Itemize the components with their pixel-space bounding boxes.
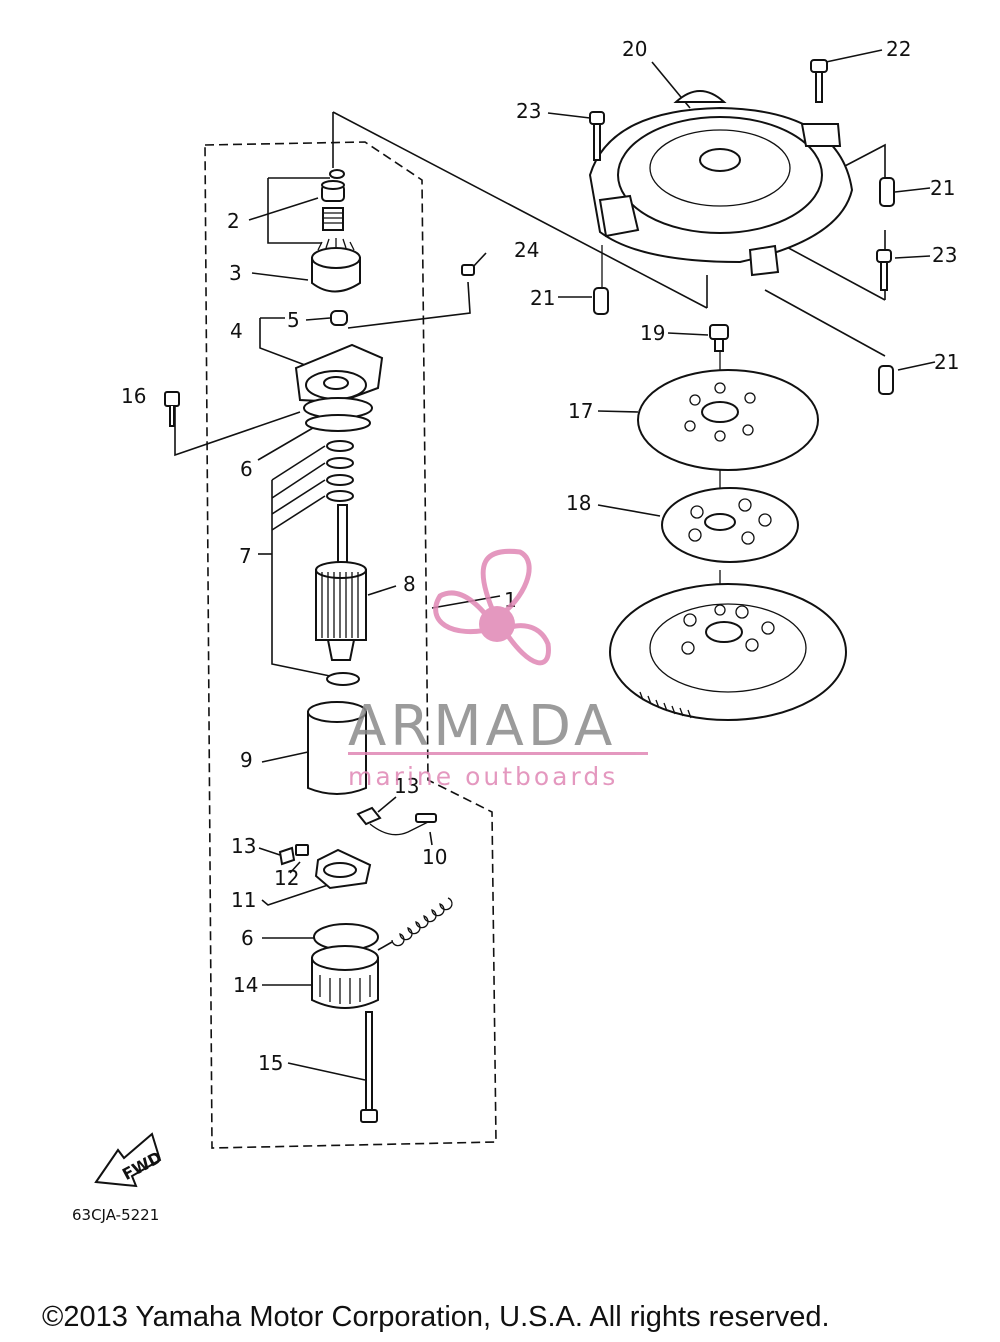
part-label-13-lower: 13 [231, 834, 256, 858]
part-label-13-upper: 13 [394, 774, 419, 798]
starter-assembly-outline [204, 141, 497, 1149]
part-label-5: 5 [287, 308, 300, 332]
part-label-6-lower: 6 [241, 926, 254, 950]
part-label-19: 19 [640, 321, 665, 345]
part-label-24: 24 [514, 238, 539, 262]
part-label-21-lower: 21 [934, 350, 959, 374]
part-label-14: 14 [233, 973, 258, 997]
part-label-4: 4 [230, 319, 243, 343]
leader-lines [174, 49, 936, 1081]
armada-watermark: ARMADA marine outboards [348, 548, 648, 791]
part-label-3: 3 [229, 261, 242, 285]
part-label-9: 9 [240, 748, 253, 772]
part-label-21-upper: 21 [930, 176, 955, 200]
part-label-16: 16 [121, 384, 146, 408]
part-label-7: 7 [239, 544, 252, 568]
part-label-12: 12 [274, 866, 299, 890]
part-label-20: 20 [622, 37, 647, 61]
part-label-2: 2 [227, 209, 240, 233]
fwd-arrow: FWD [94, 1132, 165, 1188]
flywheel-parts [588, 59, 895, 721]
part-label-22: 22 [886, 37, 911, 61]
part-labels: 1 2 3 4 5 6 6 7 8 9 10 11 12 13 13 14 15… [121, 37, 959, 1075]
part-label-11: 11 [231, 888, 256, 912]
part-label-21-middle: 21 [530, 286, 555, 310]
part-label-18: 18 [566, 491, 591, 515]
part-label-6: 6 [240, 457, 253, 481]
part-label-23-lower: 23 [932, 243, 957, 267]
watermark-brand: ARMADA [348, 694, 616, 759]
part-label-17: 17 [568, 399, 593, 423]
starter-motor-parts [164, 169, 475, 1123]
part-label-23-upper: 23 [516, 99, 541, 123]
part-label-8: 8 [403, 572, 416, 596]
copyright-footer: ©2013 Yamaha Motor Corporation, U.S.A. A… [42, 1301, 830, 1333]
watermark-tagline: marine outboards [348, 762, 618, 791]
part-label-10: 10 [422, 845, 447, 869]
part-label-15: 15 [258, 1051, 283, 1075]
propeller-logo-icon [433, 548, 551, 666]
drawing-code: 63CJA-5221 [72, 1206, 159, 1224]
